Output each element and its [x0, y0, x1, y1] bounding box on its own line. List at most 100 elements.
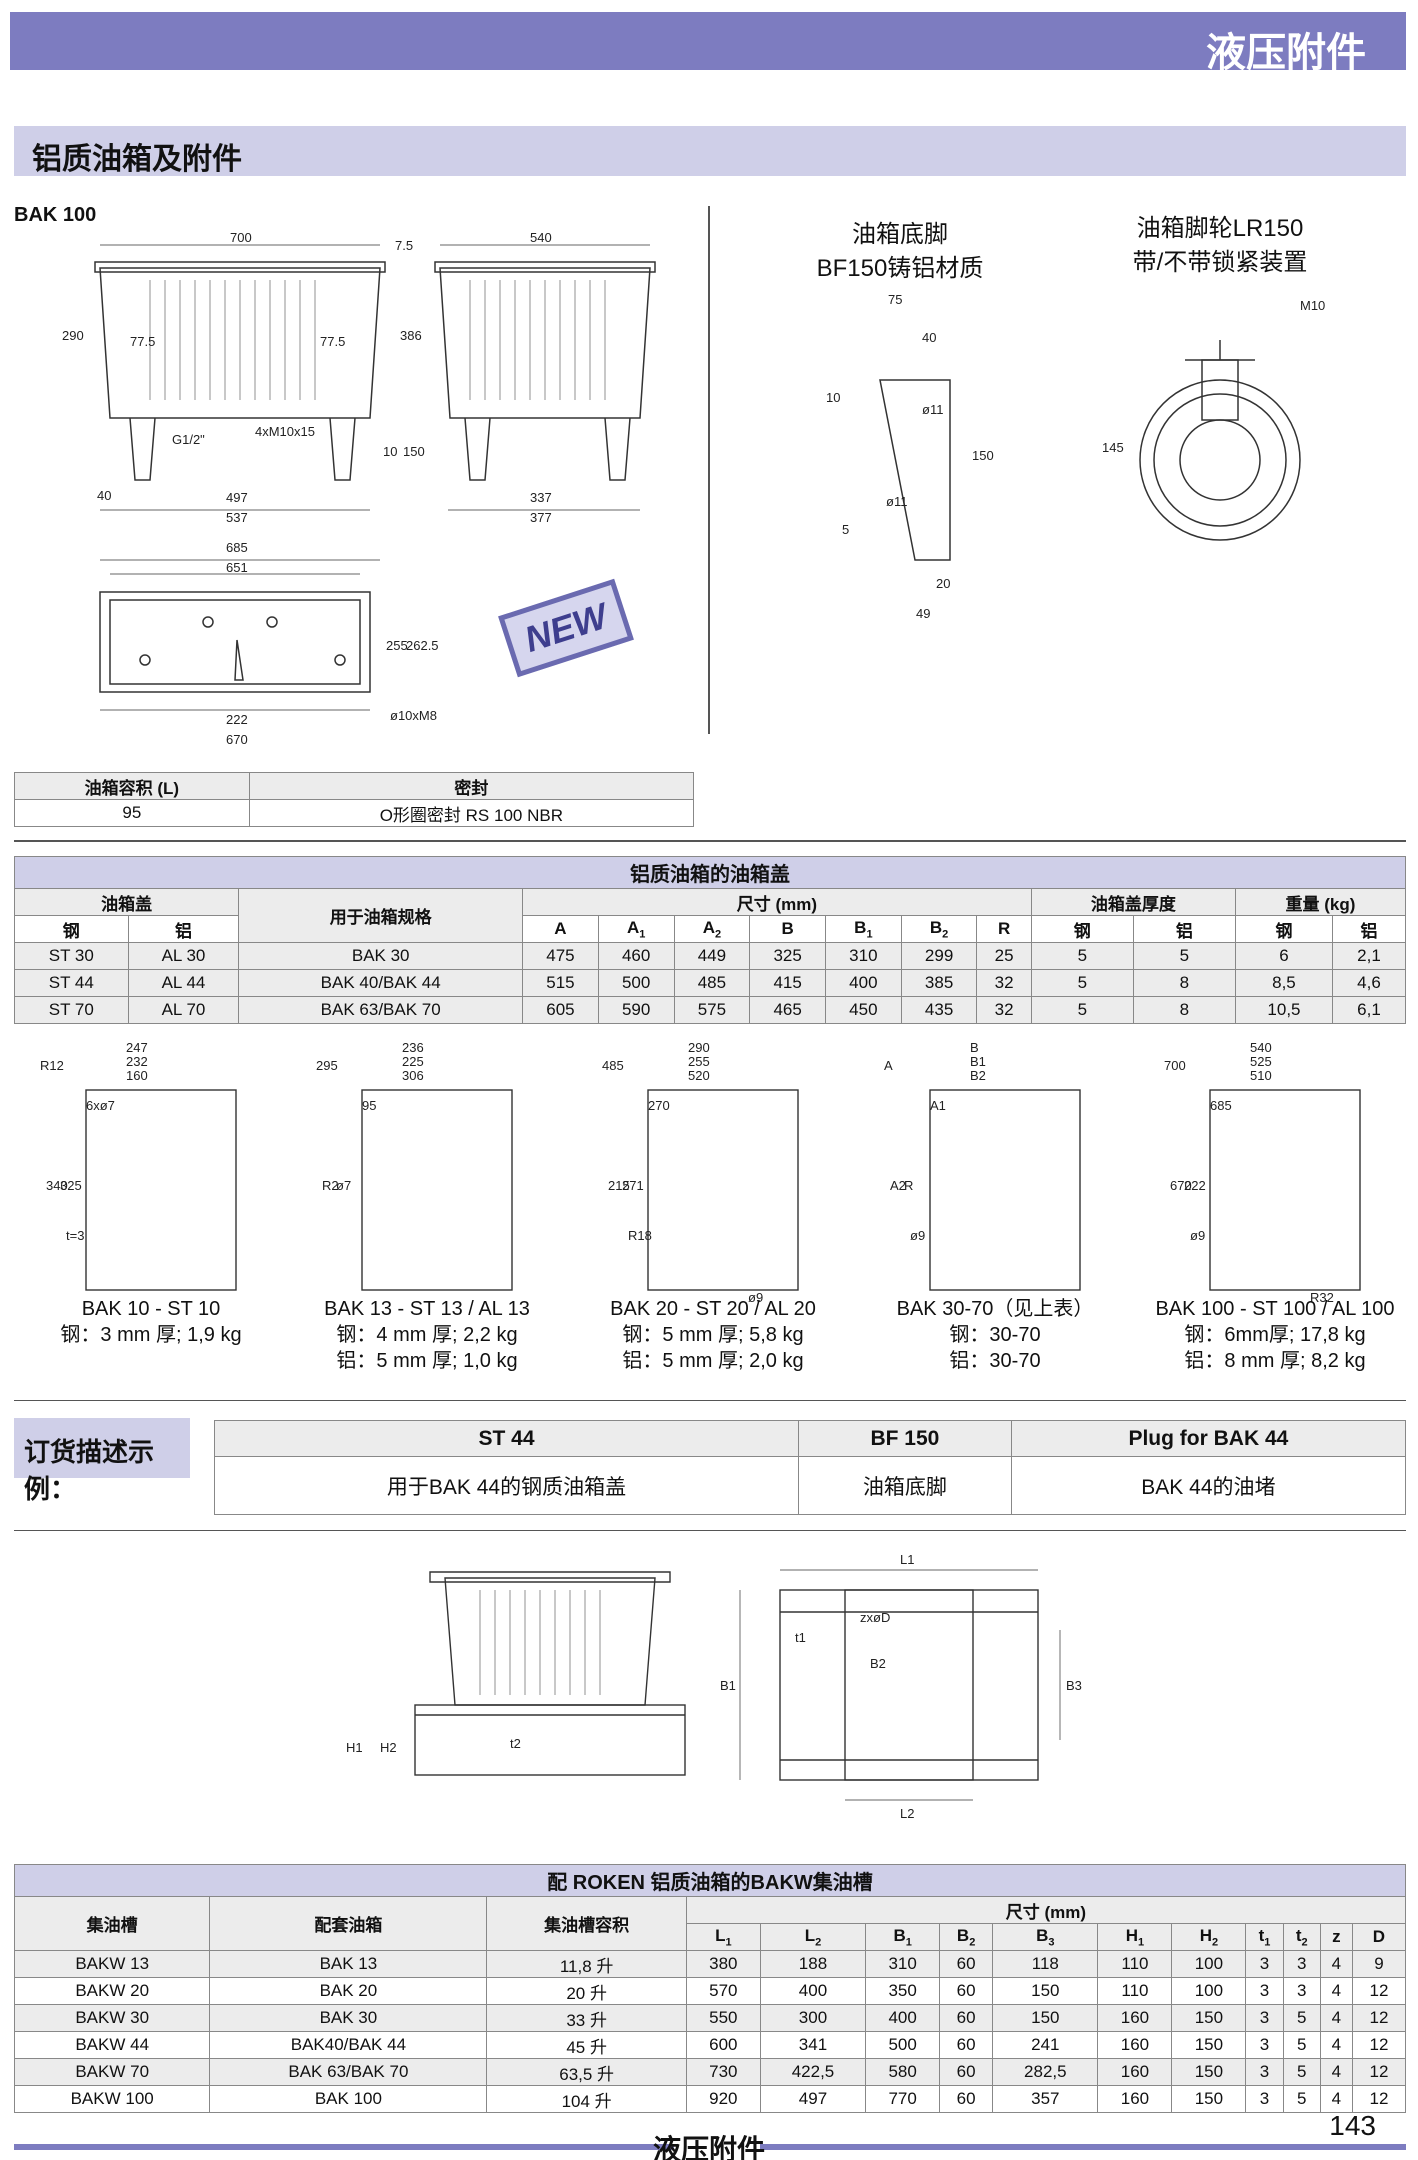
cell: 150	[1171, 2058, 1247, 2086]
cell: 3	[1282, 1977, 1321, 2005]
dim-foot-o11-a: ø11	[922, 402, 943, 417]
lid-dim: 325	[60, 1178, 82, 1193]
lid-dim: 485	[602, 1058, 624, 1073]
lid-dim: ø9	[1190, 1228, 1205, 1243]
cell: 4	[1319, 1950, 1353, 1978]
th3-dim-2: B1	[865, 1923, 941, 1951]
lid-dim: 236	[402, 1040, 424, 1055]
cell: 357	[992, 2085, 1099, 2113]
cell: 110	[1097, 1977, 1173, 2005]
cell: BAK 63/BAK 70	[238, 996, 524, 1024]
cell-seal: O形圈密封 RS 100 NBR	[248, 799, 695, 827]
lid-table-title: 铝质油箱的油箱盖	[14, 856, 1406, 889]
foot-title-2: BF150铸铝材质	[816, 255, 984, 282]
cell: 341	[759, 2031, 867, 2059]
lid-dim: 160	[126, 1068, 148, 1083]
cell: 590	[597, 996, 675, 1024]
th-dim-sub-2: 2	[714, 928, 722, 941]
lid-outline	[361, 1089, 513, 1291]
dim-77.5-a: 77.5	[130, 334, 155, 349]
lid-outline	[1209, 1089, 1361, 1291]
lid-outline	[85, 1089, 237, 1291]
section-title: 铝质油箱及附件	[32, 143, 242, 176]
cell: BAKW 70	[13, 2058, 211, 2086]
lid-al: 铝：30-70	[949, 1350, 1041, 1372]
cell: 3	[1245, 2004, 1284, 2032]
cell: 575	[673, 996, 751, 1024]
cell: 4	[1319, 1977, 1353, 2005]
th-dim-3: B	[749, 915, 826, 943]
label-g12: G1/2"	[172, 432, 205, 447]
lid-dim: 247	[126, 1040, 148, 1055]
th-dims3: 尺寸 (mm)	[685, 1896, 1407, 1924]
cell: 118	[992, 1950, 1099, 1978]
th-lid: 油箱盖	[13, 888, 240, 916]
order-desc-3: BAK 44的油堵	[1010, 1456, 1407, 1515]
th3-dim-0: L1	[685, 1923, 761, 1951]
bak100-front-drawing: 700 7.5 290 386 77.5 77.5 G1/2" 4xM10x15…	[62, 230, 1325, 747]
cell: 10,5	[1234, 996, 1333, 1024]
lid-name: BAK 100 - ST 100 / AL 100	[1155, 1298, 1395, 1320]
lid-table: 铝质油箱的油箱盖 油箱盖用于油箱规格尺寸 (mm)油箱盖厚度重量 (kg) 钢铝…	[13, 856, 1407, 1024]
th3-dim-sub-7: 1	[1264, 1936, 1271, 1949]
lid-dim: A1	[930, 1098, 946, 1113]
cell: BAKW 100	[13, 2085, 211, 2113]
order-code-1: ST 44	[214, 1420, 799, 1457]
th-tank: 配套油箱	[209, 1896, 488, 1951]
cell: 600	[685, 2031, 761, 2059]
cell: 3	[1245, 1950, 1284, 1978]
wheel-title-2: 带/不带锁紧装置	[1132, 249, 1308, 276]
cell: 920	[685, 2085, 761, 2113]
lid-dim: 255	[688, 1054, 710, 1069]
th3-dim-5: H1	[1097, 1923, 1173, 1951]
cell: AL 44	[127, 969, 240, 997]
th-for: 用于油箱规格	[238, 888, 524, 943]
cell: 104 升	[486, 2085, 687, 2113]
cell: 110	[1097, 1950, 1173, 1978]
cell: 5	[1282, 2085, 1321, 2113]
cell: 60	[939, 2004, 994, 2032]
lid-dim: 95	[362, 1098, 376, 1113]
cell: 282,5	[992, 2058, 1099, 2086]
cell: 8	[1132, 969, 1236, 997]
header-banner: 液压附件	[10, 12, 1406, 75]
cell: 100	[1171, 1950, 1247, 1978]
dim-685: 685	[226, 540, 248, 555]
dim-foot-10: 10	[826, 390, 840, 405]
lid-dim: ø9	[748, 1290, 763, 1305]
cell: 497	[759, 2085, 867, 2113]
th-seal: 密封	[248, 772, 695, 800]
dim-150: 150	[403, 444, 425, 459]
th3-dim-sub-0: 1	[725, 1936, 732, 1949]
footer-title: 液压附件	[652, 2134, 765, 2160]
cell: 400	[825, 969, 902, 997]
cell: 150	[1171, 2004, 1247, 2032]
dim-77.5-b: 77.5	[320, 334, 345, 349]
wheel-title-1: 油箱脚轮LR150	[1136, 215, 1304, 242]
cell: 12	[1351, 1977, 1407, 2005]
cell: 241	[992, 2031, 1099, 2059]
cell: 188	[759, 1950, 867, 1978]
th3-dim-sub-1: 2	[815, 1936, 822, 1949]
th-dim-sub-1: 1	[639, 928, 646, 941]
th-mat-1: 铝	[1132, 915, 1236, 943]
label-4xm10: 4xM10x15	[255, 424, 315, 439]
cell: 380	[685, 1950, 761, 1978]
tray-h1: H1	[346, 1740, 363, 1755]
tray-zxod: zxøD	[860, 1610, 890, 1625]
page-number: 143	[1329, 2110, 1376, 2141]
tray-l2: L2	[900, 1806, 914, 1821]
cell: BAK40/BAK 44	[209, 2031, 488, 2059]
order-code-3: Plug for BAK 44	[1010, 1420, 1407, 1457]
lid-dim: ø9	[910, 1228, 925, 1243]
cell: 160	[1097, 2085, 1173, 2113]
th-dims: 尺寸 (mm)	[522, 888, 1032, 916]
lid-dim: 6xø7	[86, 1098, 115, 1113]
